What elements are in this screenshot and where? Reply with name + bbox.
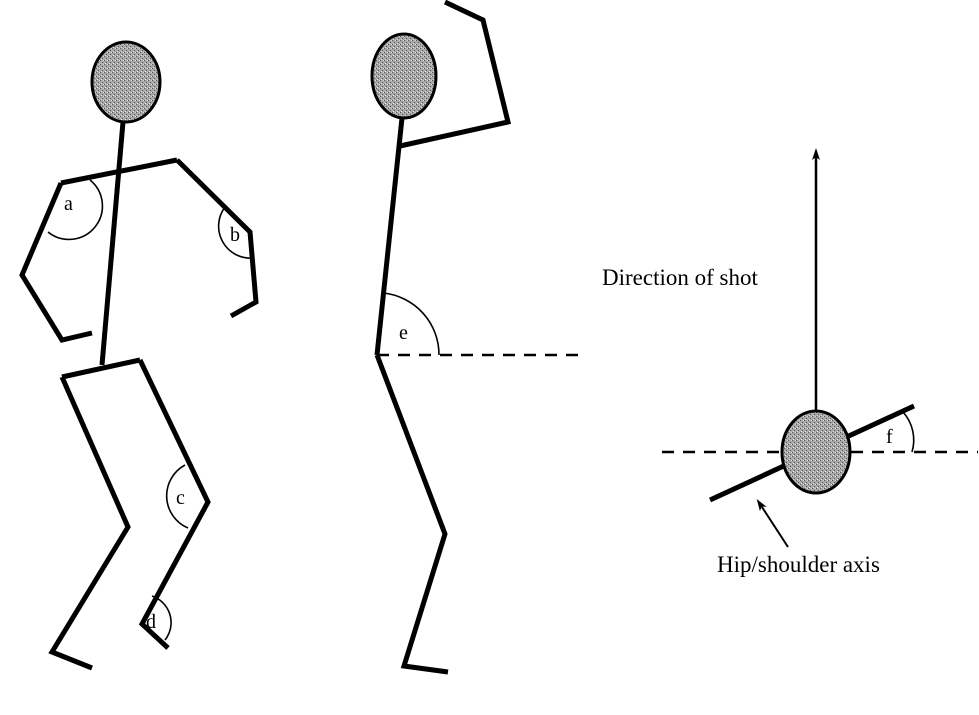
- top-view-diagram: Direction of shot f Hip/shoulder axis: [602, 148, 978, 577]
- side-spine: [374, 117, 405, 356]
- front-hips: [61, 357, 141, 380]
- side-head: [370, 32, 438, 120]
- angle-a-arc: [47, 179, 104, 241]
- front-left-arm: [19, 182, 93, 343]
- angle-a-label: a: [64, 193, 73, 215]
- angle-d-label: d: [146, 611, 156, 633]
- side-raised-arm: [399, 0, 512, 149]
- side-leg: [374, 354, 449, 675]
- direction-caption: Direction of shot: [602, 265, 758, 290]
- angle-d-arc: [151, 595, 172, 641]
- axis-caption: Hip/shoulder axis: [717, 552, 880, 577]
- angle-c-arc: [165, 464, 189, 529]
- angle-c-label: c: [176, 487, 185, 509]
- angle-b-label: b: [230, 224, 240, 246]
- front-view-figure: a b c d: [19, 40, 259, 671]
- side-view-figure: e: [370, 0, 578, 675]
- angle-f-label: f: [886, 426, 893, 448]
- angle-f-arc: [902, 411, 915, 453]
- angle-e-label: e: [399, 322, 408, 344]
- front-spine: [99, 121, 126, 366]
- front-right-leg: [137, 358, 211, 650]
- top-view-head: [780, 409, 852, 495]
- angle-e-arc: [382, 292, 440, 356]
- front-shoulders: [60, 157, 178, 186]
- front-right-arm: [175, 158, 259, 319]
- front-left-leg: [48, 375, 131, 671]
- front-head: [90, 40, 162, 124]
- axis-pointer-arrow: [756, 498, 789, 548]
- angle-b-arc: [217, 206, 255, 259]
